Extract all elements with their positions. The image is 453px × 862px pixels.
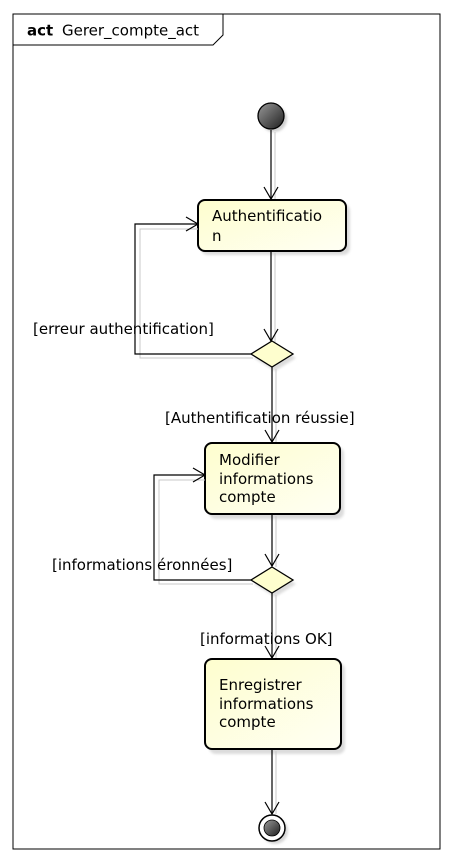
flow-decision2-to-save bbox=[264, 593, 280, 660]
decision-info bbox=[249, 566, 296, 597]
activity-frame: act Gerer_compte_act bbox=[12, 13, 441, 850]
final-node bbox=[258, 814, 288, 844]
initial-node bbox=[257, 102, 287, 132]
action-authentification-label: Authentificatio n bbox=[212, 207, 327, 245]
flow-decision1-to-modify bbox=[264, 367, 280, 444]
flow-save-to-final bbox=[264, 749, 280, 816]
guard-auth-success: [Authentification réussie] bbox=[165, 409, 355, 427]
frame-title: Gerer_compte_act bbox=[62, 22, 199, 41]
flow-auth-error-loop bbox=[134, 216, 253, 359]
svg-text:act Gerer_compte_act: act Gerer_compte_act bbox=[27, 22, 199, 41]
flow-info-wrong-loop bbox=[153, 467, 253, 585]
flow-modify-to-decision2 bbox=[264, 514, 280, 568]
guard-auth-error: [erreur authentification] bbox=[33, 320, 214, 338]
action-modify-account-label: Modifier informations compte bbox=[219, 451, 318, 506]
frame-keyword: act bbox=[27, 22, 53, 40]
action-authentification: Authentificatio n bbox=[197, 199, 350, 255]
guard-info-ok: [informations OK] bbox=[200, 630, 333, 648]
action-save-account-label: Enregistrer informations compte bbox=[219, 676, 318, 731]
flow-start-to-auth bbox=[263, 130, 279, 201]
action-save-account: Enregistrer informations compte bbox=[204, 658, 345, 754]
guard-info-wrong: [informations éronnées] bbox=[52, 556, 232, 574]
flow-auth-to-decision1 bbox=[263, 251, 279, 343]
action-modify-account: Modifier informations compte bbox=[204, 442, 344, 519]
decision-auth bbox=[249, 340, 296, 371]
